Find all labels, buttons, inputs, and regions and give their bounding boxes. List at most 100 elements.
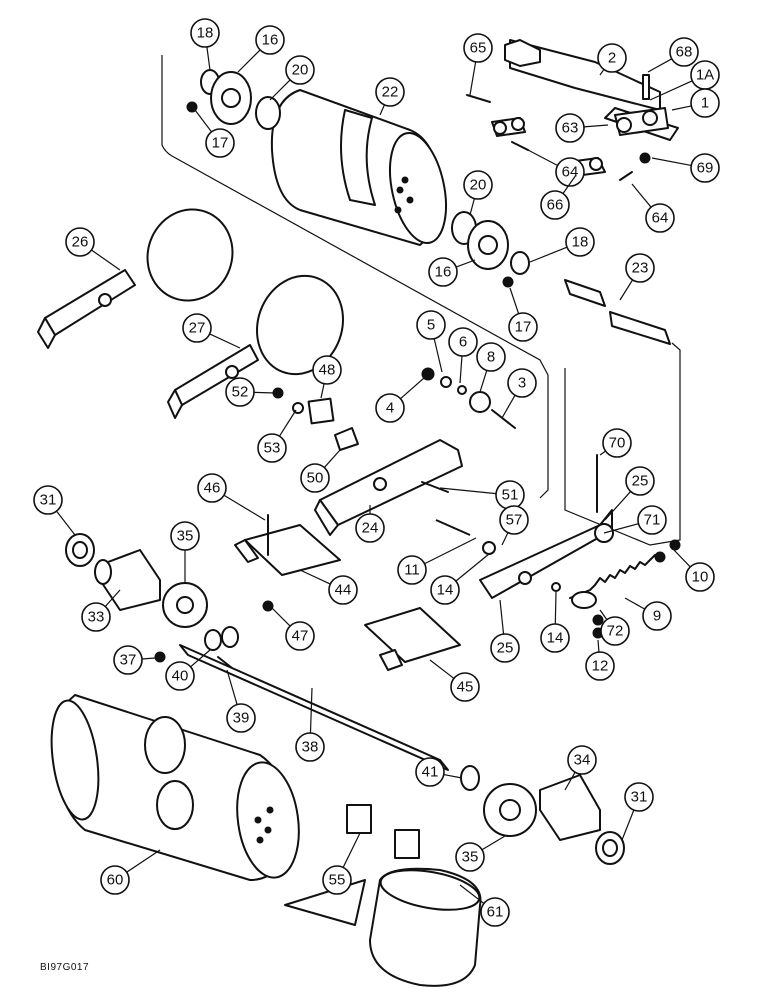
callout-number: 8 — [487, 349, 495, 366]
callout-leader — [104, 589, 121, 607]
callout-number: 68 — [676, 44, 693, 61]
bearing-parts-upper-right — [451, 211, 530, 288]
callout-circle — [205, 128, 235, 158]
callout-circle — [81, 602, 111, 632]
callout-leader — [141, 657, 156, 660]
callout-17: 17 — [508, 287, 538, 342]
callout-number: 18 — [572, 234, 589, 251]
callout-circle — [375, 77, 405, 107]
callout-circle — [555, 157, 585, 187]
callout-number: 2 — [608, 50, 616, 67]
hub-33 — [94, 549, 161, 611]
callout-71: 71 — [603, 505, 667, 535]
callout-leader — [599, 609, 608, 620]
callout-18: 18 — [529, 227, 595, 263]
callout-38: 38 — [295, 687, 325, 762]
callout-leader — [529, 246, 568, 263]
callout-number: 1 — [701, 95, 709, 112]
idler-arm-27 — [167, 274, 345, 419]
callout-leader — [309, 687, 313, 734]
callout-leader — [564, 771, 576, 791]
sprocket-35-right — [483, 783, 537, 837]
callout-number: 24 — [362, 520, 379, 537]
main-roller-60 — [50, 694, 300, 881]
callout-circle — [642, 601, 672, 631]
callout-circle — [428, 257, 458, 287]
callout-leader — [527, 149, 558, 167]
callout-circle — [312, 355, 342, 385]
callout-circle — [257, 433, 287, 463]
callout-leader — [320, 383, 325, 399]
callout-leader — [56, 510, 76, 536]
callout-number: 31 — [631, 789, 648, 806]
callout-leader — [429, 659, 455, 679]
callout-number: 60 — [107, 872, 124, 889]
callout-number: 14 — [437, 582, 454, 599]
callout-circle — [508, 312, 538, 342]
callout-leader — [469, 198, 475, 216]
callout-number: 70 — [609, 435, 626, 452]
callout-leader — [194, 109, 213, 133]
callout-leader — [509, 287, 520, 314]
callout-circle — [685, 562, 715, 592]
callout-number: 23 — [632, 260, 649, 277]
callout-number: 45 — [457, 679, 474, 696]
callout-leader — [455, 259, 476, 268]
callout-57: 57 — [499, 505, 529, 546]
callout-2: 2 — [597, 43, 627, 76]
callout-circle — [540, 190, 570, 220]
callout-number: 35 — [462, 849, 479, 866]
callout-leader — [455, 553, 490, 582]
callout-circle — [490, 633, 520, 663]
callout-number: 10 — [692, 569, 709, 586]
callout-number: 72 — [607, 623, 624, 640]
callout-circle — [285, 55, 315, 85]
callout-number: 40 — [172, 668, 189, 685]
callout-5: 5 — [416, 310, 446, 373]
callout-number: 50 — [307, 470, 324, 487]
callout-leader — [126, 849, 161, 873]
callout-leader — [469, 61, 477, 96]
callout-leader — [459, 884, 485, 904]
nut-37 — [154, 651, 166, 663]
callout-number: 20 — [470, 177, 487, 194]
callout-leader — [443, 773, 463, 779]
callout-34: 34 — [564, 745, 597, 791]
nut-47 — [262, 600, 274, 612]
callout-leader — [621, 809, 635, 841]
callout-60: 60 — [100, 849, 161, 895]
callout-circle — [190, 18, 220, 48]
idler-arm-26 — [37, 208, 234, 349]
callout-63: 63 — [555, 113, 609, 143]
callout-circle — [690, 153, 720, 183]
callout-39: 39 — [226, 669, 256, 733]
callout-circle — [555, 113, 585, 143]
callout-circle — [507, 368, 537, 398]
callout-circle — [499, 505, 529, 535]
callout-50: 50 — [300, 449, 341, 493]
bearing-parts-upper-left — [186, 69, 281, 130]
callout-number: 63 — [562, 120, 579, 137]
callout-64: 64 — [631, 183, 675, 233]
callout-35: 35 — [455, 835, 506, 872]
callout-circle — [295, 732, 325, 762]
callout-number: 31 — [40, 492, 57, 509]
callout-number: 66 — [547, 197, 564, 214]
callout-61: 61 — [459, 884, 510, 927]
callout-68: 68 — [647, 37, 699, 73]
callout-number: 34 — [574, 752, 591, 769]
callout-number: 17 — [515, 319, 532, 336]
callout-number: 38 — [302, 739, 319, 756]
callout-leader — [459, 355, 463, 384]
callout-20: 20 — [269, 55, 315, 101]
callout-25: 25 — [490, 599, 520, 663]
tension-spring-72 — [482, 539, 681, 639]
callout-leader — [649, 80, 693, 101]
callout-24: 24 — [355, 505, 385, 543]
callout-leader — [271, 607, 291, 627]
bolt-stack-hardware — [421, 367, 516, 429]
callout-leader — [299, 569, 331, 585]
callout-number: 5 — [427, 317, 435, 334]
callout-circle — [182, 313, 212, 343]
callout-number: 47 — [292, 628, 309, 645]
